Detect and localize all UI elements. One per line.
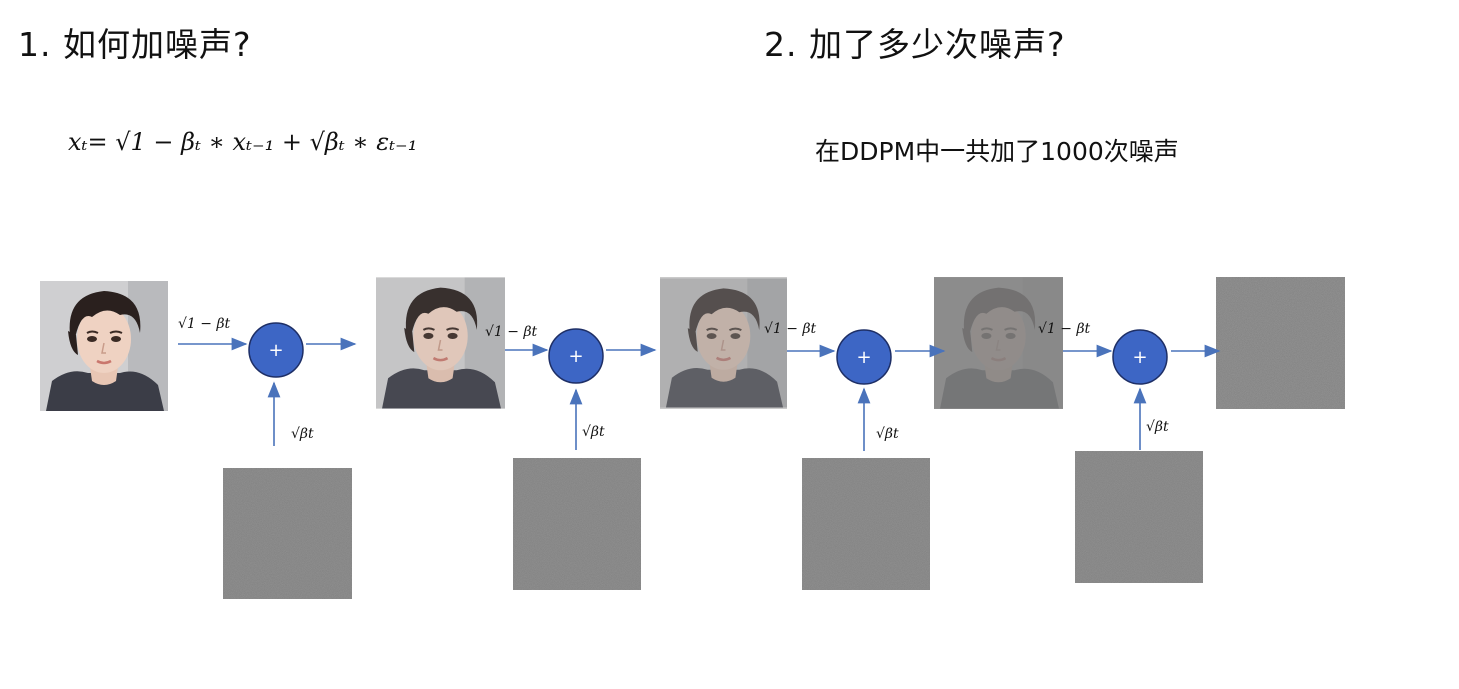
image-x2 xyxy=(660,277,787,409)
adder-2: + xyxy=(548,328,604,384)
image-x3 xyxy=(934,277,1063,409)
formula-text: xₜ= √1 − βₜ ∗ xₜ₋₁ + √βₜ ∗ εₜ₋₁ xyxy=(68,128,418,156)
noise-weight-label-4: √βt xyxy=(1146,419,1169,435)
noise-image-1 xyxy=(223,468,352,599)
adder-3: + xyxy=(836,329,892,385)
noise-formula: xₜ= √1 − βₜ ∗ xₜ₋₁ + √βₜ ∗ εₜ₋₁ xyxy=(68,128,417,156)
noise-weight-label-3: √βt xyxy=(876,426,899,442)
heading-how-to-add-noise: 1. 如何加噪声? xyxy=(18,25,252,64)
noise-weight-label-2: √βt xyxy=(582,424,605,440)
noise-weight-label-1: √βt xyxy=(291,426,314,442)
image-x1 xyxy=(376,277,505,409)
svg-text:+: + xyxy=(1132,347,1147,368)
svg-text:+: + xyxy=(268,340,283,361)
noise-image-3 xyxy=(802,458,930,590)
noise-image-4 xyxy=(1075,451,1203,583)
image-x4 xyxy=(1216,277,1345,409)
image-x0 xyxy=(40,281,168,411)
signal-weight-label-4: √1 − βt xyxy=(1038,321,1091,337)
signal-weight-label-1: √1 − βt xyxy=(178,316,231,332)
adder-4: + xyxy=(1112,329,1168,385)
svg-text:+: + xyxy=(856,347,871,368)
noise-image-2 xyxy=(513,458,641,590)
svg-text:+: + xyxy=(568,346,583,367)
heading-how-many-times-noise: 2. 加了多少次噪声? xyxy=(764,25,1066,64)
ddpm-steps-note: 在DDPM中一共加了1000次噪声 xyxy=(815,137,1179,166)
adder-1: + xyxy=(248,322,304,378)
signal-weight-label-3: √1 − βt xyxy=(764,321,817,337)
signal-weight-label-2: √1 − βt xyxy=(485,324,538,340)
